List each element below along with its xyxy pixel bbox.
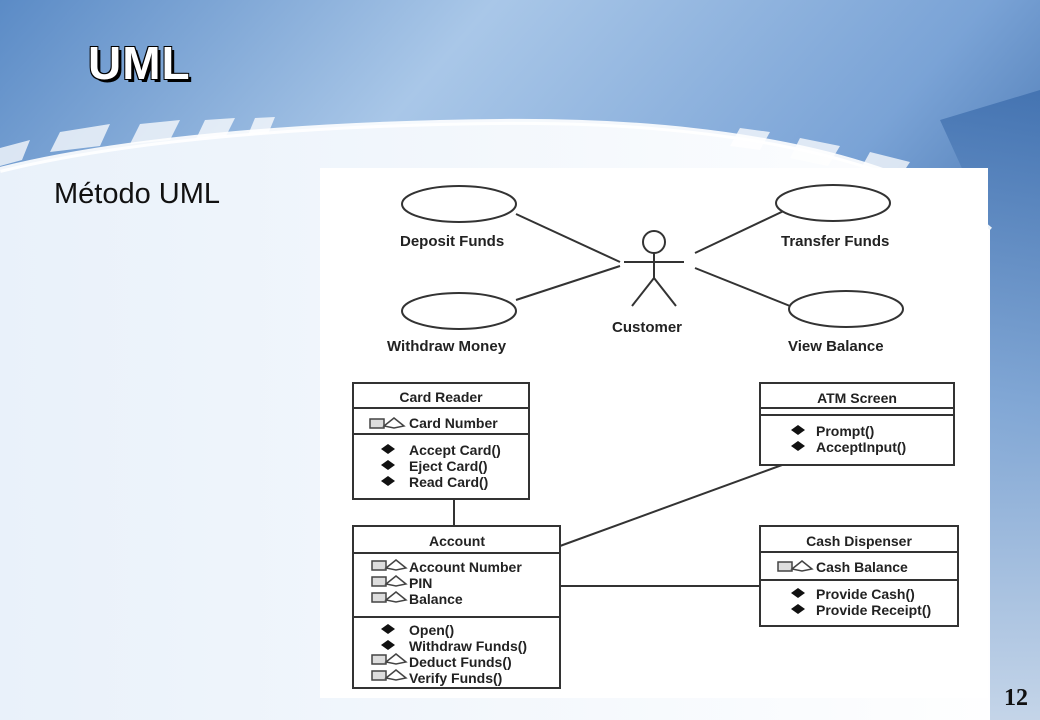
- class-card-reader: Card Reader Card Number Accept Card() Ej…: [352, 382, 530, 500]
- class-operation: Verify Funds(): [409, 670, 502, 686]
- class-name: Account: [429, 533, 485, 549]
- private-attribute-icon: [371, 559, 408, 571]
- class-name: ATM Screen: [817, 390, 897, 406]
- class-operation: Provide Receipt(): [816, 602, 931, 618]
- class-diagram: Card Reader Card Number Accept Card() Ej…: [352, 382, 959, 689]
- public-operation-icon: [791, 588, 805, 598]
- private-attribute-icon: [371, 575, 408, 587]
- use-case-withdraw-money: [401, 292, 517, 330]
- private-attribute-icon: [371, 653, 408, 665]
- use-case-label: View Balance: [788, 338, 884, 355]
- class-cash-dispenser: Cash Dispenser Cash Balance Provide Cash…: [759, 525, 959, 627]
- actor-icon: [624, 230, 684, 307]
- public-operation-icon: [381, 460, 395, 470]
- class-attribute: Account Number: [409, 559, 522, 575]
- page-number: 12: [1004, 685, 1028, 711]
- public-operation-icon: [381, 640, 395, 650]
- class-name: Card Reader: [399, 389, 483, 405]
- class-operation: Open(): [409, 622, 454, 638]
- private-attribute-icon: [371, 591, 408, 603]
- class-attribute: Balance: [409, 591, 463, 607]
- public-operation-icon: [381, 444, 395, 454]
- association-line: [515, 265, 621, 301]
- public-operation-icon: [381, 476, 395, 486]
- public-operation-icon: [791, 425, 805, 435]
- class-operation: Provide Cash(): [816, 586, 915, 602]
- class-attribute: PIN: [409, 575, 432, 591]
- use-case-view-balance: [788, 290, 904, 328]
- public-operation-icon: [791, 441, 805, 451]
- private-attribute-icon: [371, 669, 408, 681]
- uml-diagram-panel: Deposit Funds Transfer Funds Withdraw Mo…: [320, 168, 988, 698]
- slide-subtitle: Método UML: [54, 178, 221, 210]
- association-line: [694, 207, 791, 254]
- association-line: [515, 213, 621, 263]
- private-attribute-icon: [777, 560, 814, 572]
- class-account: Account Account Number PIN Balance Open(…: [352, 525, 561, 689]
- use-case-label: Withdraw Money: [387, 338, 507, 355]
- actor-label: Customer: [612, 319, 682, 336]
- public-operation-icon: [381, 624, 395, 634]
- use-case-label: Transfer Funds: [781, 233, 889, 250]
- class-operation: Accept Card(): [409, 442, 501, 458]
- class-operation: AcceptInput(): [816, 439, 906, 455]
- use-case-label: Deposit Funds: [400, 233, 504, 250]
- association-line: [694, 267, 791, 307]
- use-case-diagram: Deposit Funds Transfer Funds Withdraw Mo…: [387, 184, 904, 355]
- public-operation-icon: [791, 604, 805, 614]
- class-operation: Withdraw Funds(): [409, 638, 527, 654]
- association-line: [559, 464, 783, 547]
- slide-title: UML: [88, 37, 191, 89]
- class-atm-screen: ATM Screen Prompt() AcceptInput(): [759, 382, 955, 466]
- class-attribute: Cash Balance: [816, 559, 908, 575]
- private-attribute-icon: [369, 417, 406, 429]
- class-operation: Prompt(): [816, 423, 874, 439]
- class-operation: Deduct Funds(): [409, 654, 512, 670]
- use-case-deposit-funds: [401, 185, 517, 223]
- class-operation: Read Card(): [409, 474, 488, 490]
- class-name: Cash Dispenser: [806, 533, 912, 549]
- use-case-transfer-funds: [775, 184, 891, 222]
- class-attribute: Card Number: [409, 415, 498, 431]
- class-operation: Eject Card(): [409, 458, 488, 474]
- uml-diagram: Deposit Funds Transfer Funds Withdraw Mo…: [352, 184, 959, 689]
